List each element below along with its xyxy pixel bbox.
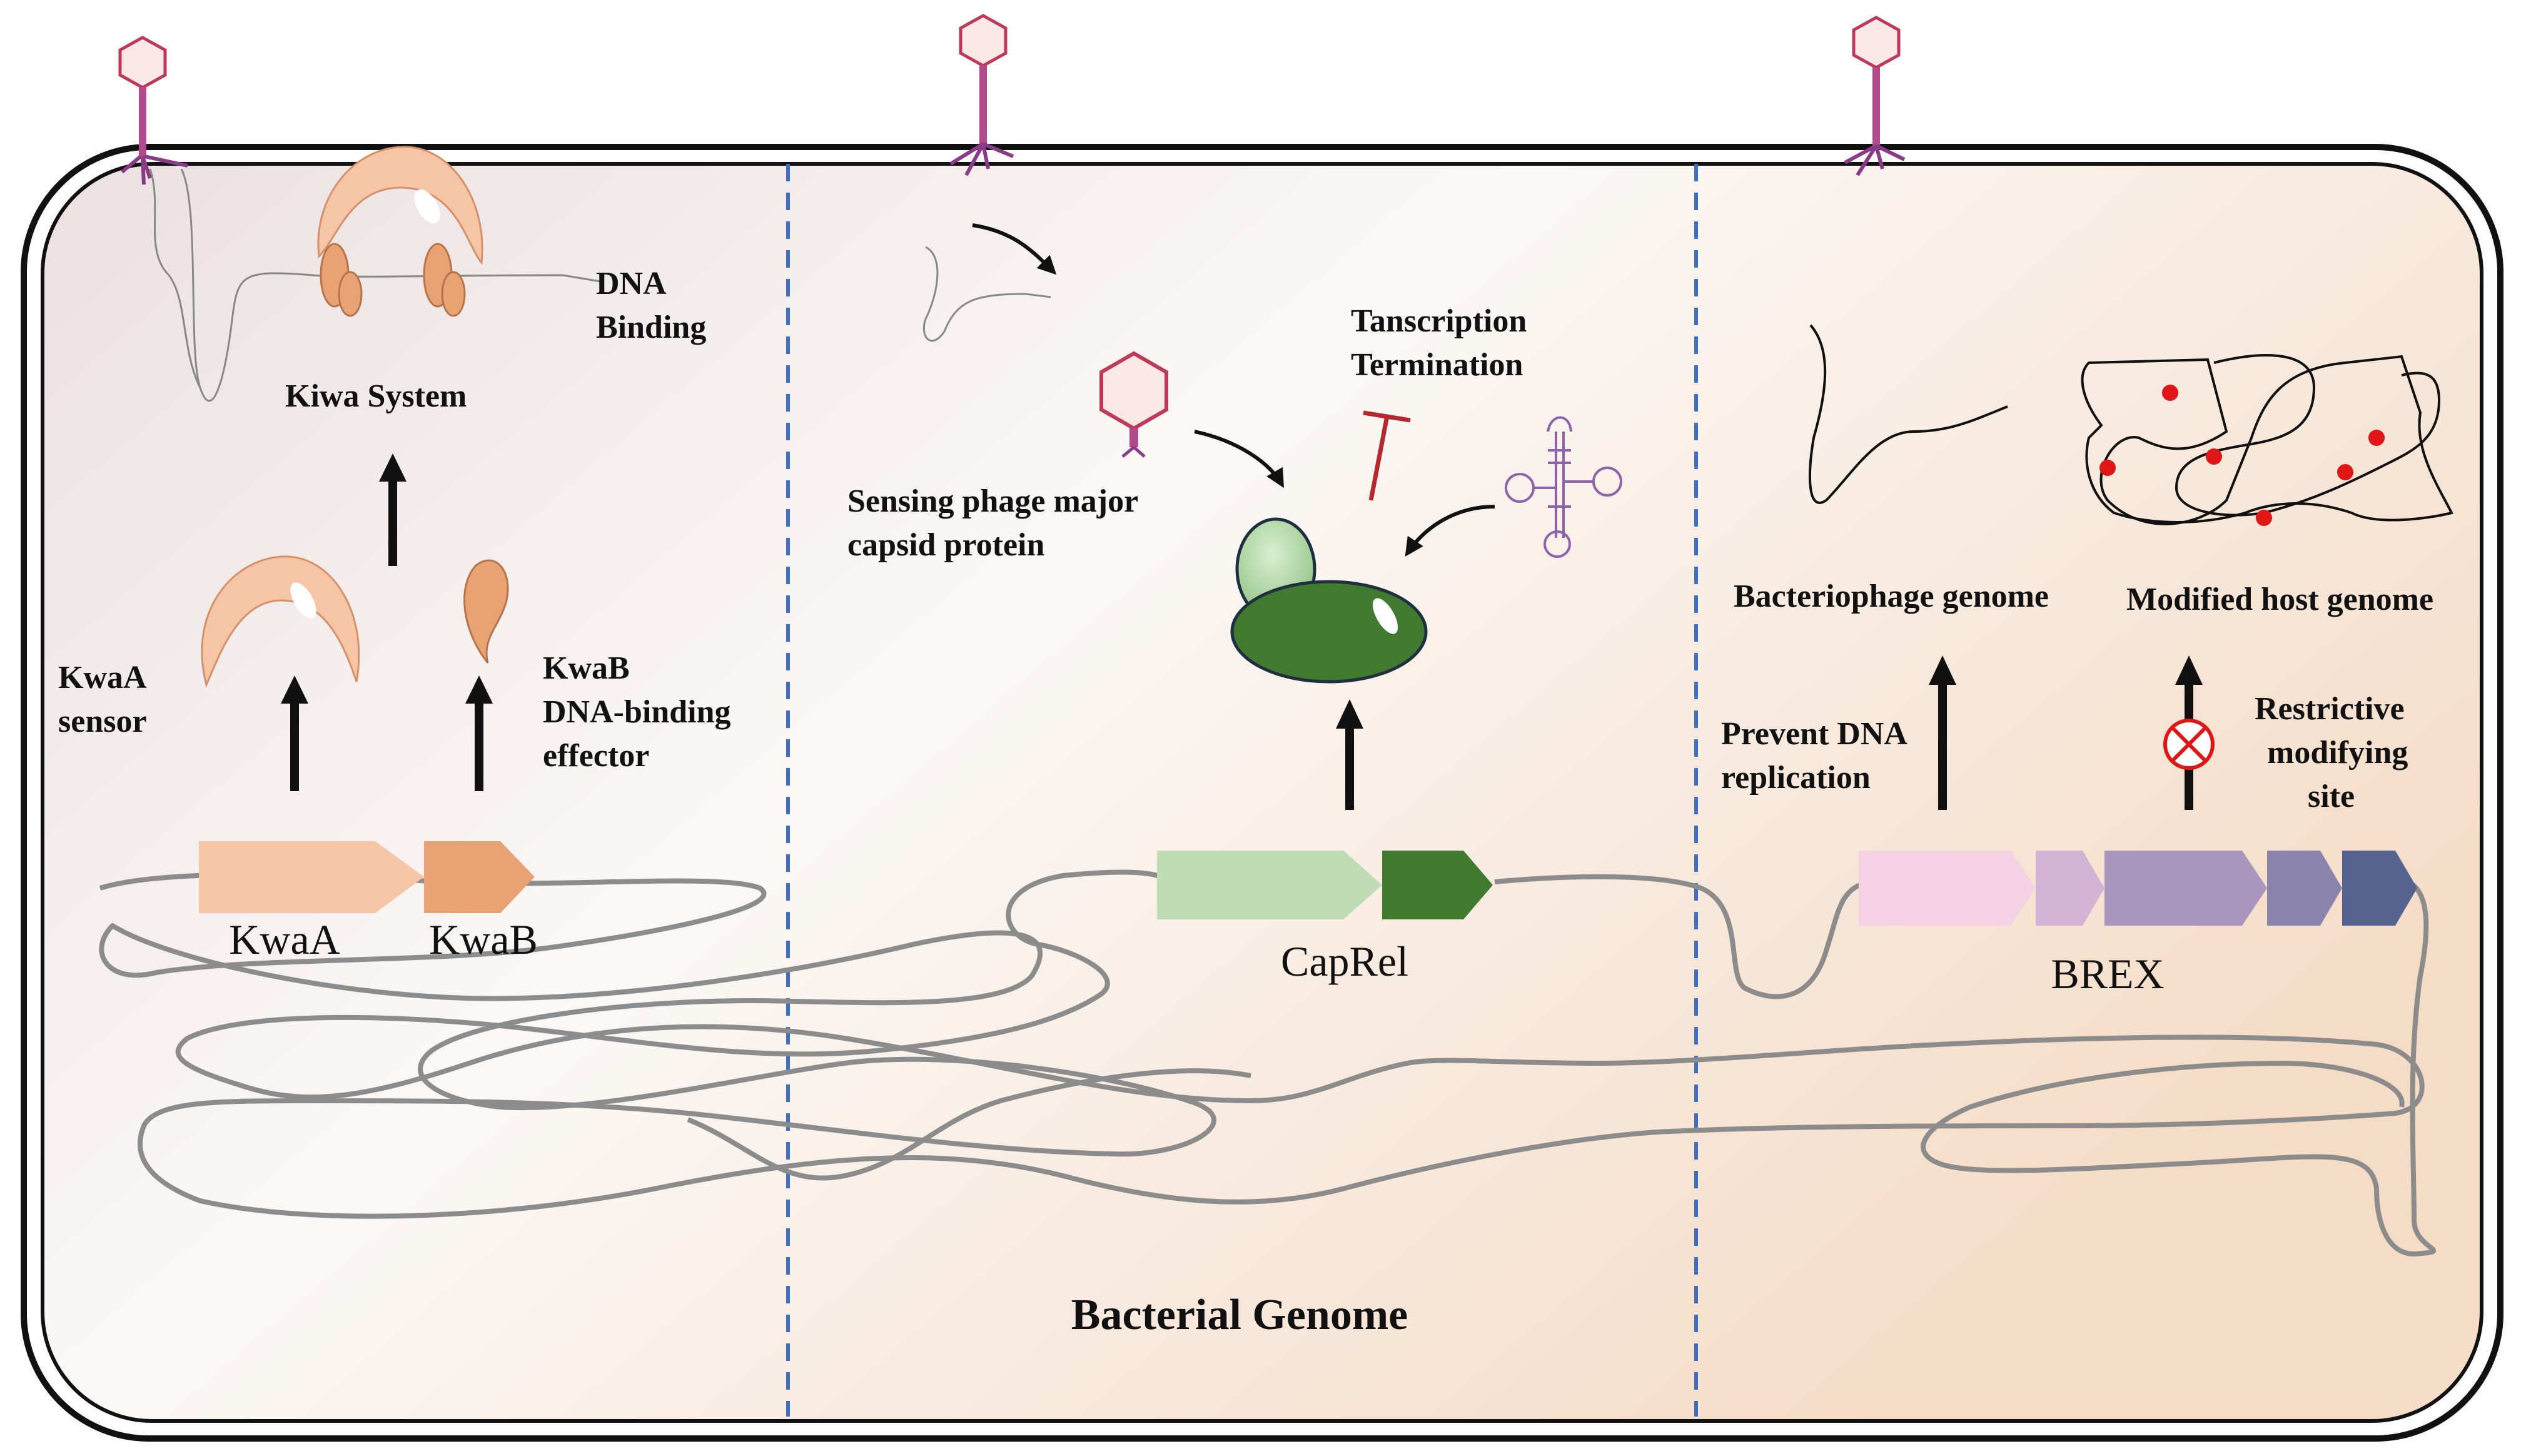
phage-dna-strand <box>180 168 601 402</box>
arrow-up-icon <box>379 453 407 566</box>
brex-gene-1 <box>1859 851 2036 926</box>
kiwa-system-label: Kiwa System <box>285 378 467 414</box>
bacteriophage-genome-icon <box>1809 324 2008 504</box>
terminator-icon <box>1363 410 1411 501</box>
kwaa-protein-icon <box>201 555 360 688</box>
restriction-x-icon <box>2163 719 2215 770</box>
kwab-gene-label: KwaB <box>429 916 538 963</box>
modified-host-genome-icon <box>2081 354 2453 526</box>
caprel-gene-label: CapRel <box>1281 938 1408 985</box>
tRNA-icon <box>1505 416 1622 558</box>
phage-icon <box>118 36 188 185</box>
kwab-label: KwaB <box>543 650 630 686</box>
kwab-dna-binding-label: DNA-binding <box>543 694 731 730</box>
arrow-up-icon <box>281 675 308 791</box>
termination-label: Termination <box>1351 347 1523 383</box>
curved-arrow-icon <box>972 223 1057 275</box>
phage-dna-strand-left <box>149 168 201 388</box>
kwaa-gene-label: KwaA <box>229 916 340 963</box>
bacterial-genome-strand-2 <box>687 1068 1251 1181</box>
modifying-label: modifying <box>2267 735 2408 771</box>
arrow-up-icon <box>1929 655 1956 810</box>
capsid-protein-label: capsid protein <box>847 527 1045 563</box>
kwab-protein-icon <box>463 559 509 664</box>
kiwa-panel: DNA Binding Kiwa System KwaA sensor KwaB… <box>58 36 731 963</box>
modified-host-genome-label: Modified host genome <box>2126 582 2433 617</box>
kwab-effector-label: effector <box>543 738 649 774</box>
dna-binding-label: DNA <box>596 266 667 301</box>
arrow-up-icon <box>1336 699 1363 810</box>
brex-gene-2 <box>2036 851 2104 926</box>
cell-envelope <box>21 144 2503 1442</box>
site-label: site <box>2308 779 2355 814</box>
phage-icon <box>949 14 1014 176</box>
bacteriophage-genome-label: Bacteriophage genome <box>1734 579 2049 614</box>
brex-gene-3 <box>2104 851 2267 926</box>
kwaa-gene <box>199 841 424 913</box>
curved-arrow-icon <box>1405 505 1495 557</box>
caprel-gene-a <box>1157 851 1382 919</box>
prevent-dna-label: Prevent DNA <box>1721 716 1907 752</box>
replication-label: replication <box>1721 760 1871 796</box>
bacterial-genome-label: Bacterial Genome <box>1071 1291 1408 1339</box>
kwab-gene <box>424 841 535 913</box>
kwaa-label: KwaA <box>58 660 147 695</box>
caprel-protein-icon <box>1230 517 1428 684</box>
brex-panel: Bacteriophage genome Modified host genom… <box>1721 16 2453 998</box>
curved-arrow-icon <box>1194 430 1284 488</box>
arrow-up-icon <box>465 675 493 791</box>
brex-gene-5 <box>2342 851 2417 926</box>
phage-capsid-icon <box>1099 351 1168 458</box>
transcription-label: Tanscription <box>1351 303 1527 339</box>
bacterial-genome-strand <box>99 869 2436 1256</box>
brex-gene-4 <box>2267 851 2342 926</box>
kiwa-complex-icon <box>317 146 483 317</box>
caprel-gene-b <box>1382 851 1493 919</box>
phage-icon <box>1844 16 1906 176</box>
phage-dna-fragment <box>922 246 1051 342</box>
sensing-label: Sensing phage major <box>847 483 1138 519</box>
dna-binding-label-2: Binding <box>596 310 706 345</box>
brex-gene-label: BREX <box>2051 950 2164 998</box>
kwaa-sensor-label: sensor <box>58 704 147 739</box>
restrictive-label: Restrictive <box>2255 691 2405 727</box>
caprel-panel: Sensing phage major capsid protein Tansc… <box>847 14 1622 985</box>
